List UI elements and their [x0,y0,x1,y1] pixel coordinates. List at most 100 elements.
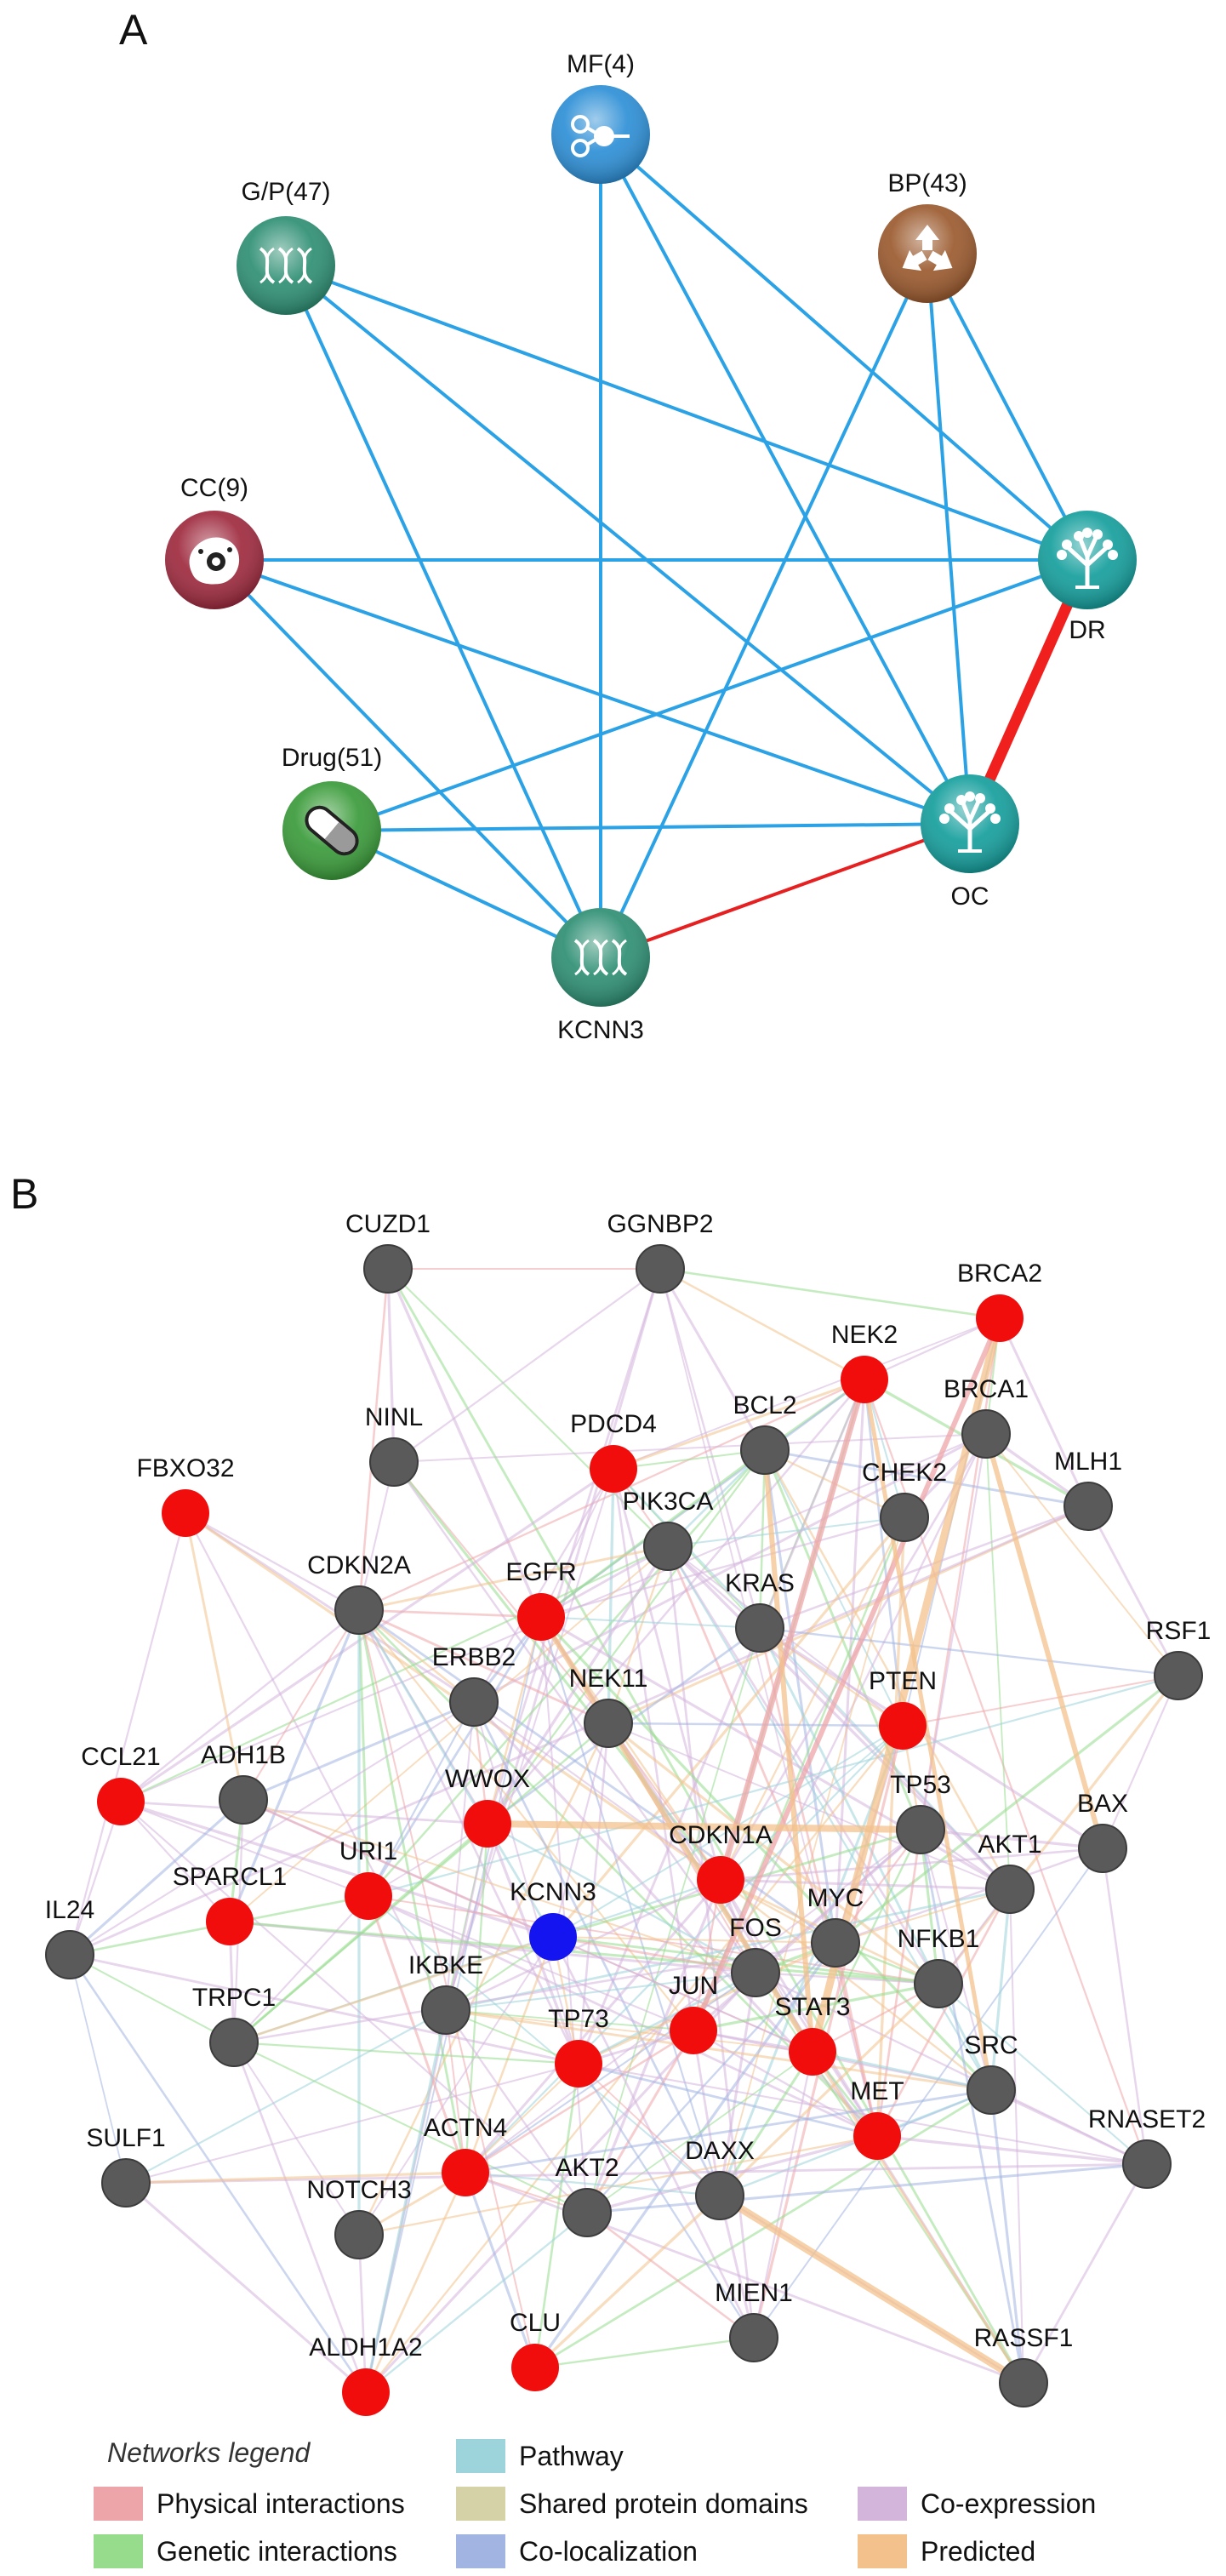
interaction-edge [875,1888,1012,2137]
legend-swatch-genetic-interactions [94,2534,143,2568]
gene-node-clu: CLU [510,2309,561,2391]
interaction-edge [233,1935,554,2044]
interaction-edge [445,1468,614,2011]
interaction-edge [812,2050,992,2092]
interaction-edge [613,1448,766,1471]
gene-node-chek2-circle [880,1493,929,1542]
node-gp: G/P(47) [237,178,335,315]
gene-node-tp73-circle [555,2040,602,2088]
edge-daxx-rassf1 [717,2192,1026,2386]
interaction-edge [720,1725,904,1881]
interaction-edge [759,1626,1179,1677]
interaction-edge [124,2181,368,2394]
interaction-edge [659,1267,865,1381]
gene-node-cdkn1a-circle [697,1856,744,1904]
gene-node-actn4: ACTN4 [424,2114,507,2196]
interaction-edge [534,2088,992,2369]
interaction-edge [693,1982,939,2032]
interaction-edge [1101,1848,1149,2165]
gene-node-akt2: AKT2 [555,2154,619,2237]
gene-node-nfkb1: NFKB1 [898,1925,979,2008]
node-kcnn3: KCNN3 [551,908,650,1044]
gene-node-pten: PTEN [869,1667,937,1750]
interaction-edge [586,1942,836,2213]
gene-node-mien1: MIEN1 [715,2279,793,2362]
interaction-edge [578,2062,878,2138]
legend-item-genetic-interactions: Genetic interactions [94,2534,397,2568]
gene-label-cuzd1: CUZD1 [345,1210,431,1238]
interaction-edge [938,1983,1148,2165]
interaction-edge [358,1545,669,1612]
gene-node-notch3-circle [334,2210,384,2259]
interaction-edge [358,1936,554,2236]
interaction-edge [613,1317,1001,1470]
gene-label-cdkn2a: CDKN2A [307,1551,411,1579]
interaction-edge [69,1954,127,2184]
gene-node-rassf1: RASSF1 [974,2324,1073,2408]
interaction-edge [393,1268,661,1463]
gene-label-clu: CLU [510,2309,561,2337]
panel-a-label: A [119,6,148,54]
interaction-edge [659,1267,1001,1320]
gene-node-brca1: BRCA1 [944,1375,1029,1459]
interaction-edge [232,2042,368,2393]
gene-node-egfr-circle [517,1593,565,1641]
gene-node-wwox-circle [464,1800,511,1848]
gene-node-rsf1: RSF1 [1146,1617,1211,1700]
interaction-edge [368,1449,766,1897]
gene-label-daxx: DAXX [685,2137,755,2165]
gene-node-akt1: AKT1 [978,1831,1042,1914]
gene-label-chek2: CHEK2 [862,1459,947,1487]
interaction-edge [242,1700,475,1802]
gene-label-myc: MYC [807,1884,864,1912]
interaction-edge [464,1936,555,2173]
gene-node-nek2-circle [841,1356,888,1403]
gene-node-stat3: STAT3 [775,1993,850,2076]
gene-node-jun: JUN [669,1972,718,2054]
gene-label-kcnn3: KCNN3 [510,1878,596,1906]
legend-item-physical-interactions: Physical interactions [94,2487,405,2521]
interaction-edge [69,1953,579,2065]
gene-node-fbxo32: FBXO32 [136,1454,235,1537]
interaction-edge [613,1378,865,1471]
interaction-edge [473,1432,987,1704]
interaction-edge [902,1675,1179,1727]
interaction-edge [540,1616,761,1629]
legend-label-pathway: Pathway [519,2441,624,2471]
interaction-edge [487,1822,756,1974]
interaction-edge [985,1433,1179,1676]
interaction-edge [533,2063,580,2368]
edge-bp-dr [926,253,1089,561]
interaction-edge [473,1701,721,1881]
gene-label-nek11: NEK11 [569,1665,648,1693]
gene-node-wwox: WWOX [445,1765,530,1848]
gene-node-nek11-circle [584,1699,633,1748]
interaction-edge [368,1895,721,2196]
gene-label-kras: KRAS [725,1569,795,1597]
interaction-edge [120,1609,360,1802]
interaction-edge [465,2088,992,2174]
gene-node-ninl-circle [369,1437,419,1487]
gene-label-mien1: MIEN1 [715,2279,793,2307]
interaction-edge [864,1317,1001,1381]
interaction-edge [393,1461,609,1724]
interaction-edge [720,1878,1011,1891]
gene-node-daxx-circle [695,2171,744,2220]
interaction-edge [444,1701,476,2011]
interaction-edge [465,2171,721,2197]
gene-label-sulf1: SULF1 [86,2124,165,2152]
interaction-edge [758,1449,767,1629]
interaction-edge [367,1616,543,1897]
edge-kcnn3-oc [600,822,971,959]
interaction-edge [552,1936,813,2053]
interaction-edge [998,1317,1090,1507]
interaction-edge [473,1468,614,1703]
gene-node-akt1-circle [985,1865,1035,1914]
gene-label-notch3: NOTCH3 [306,2176,411,2204]
gene-node-cdkn1a: CDKN1A [669,1821,773,1904]
interaction-edge [718,1982,940,2197]
gene-node-ikbke: IKBKE [408,1951,483,2035]
interaction-edge [586,2211,755,2339]
gene-label-ninl: NINL [365,1403,423,1431]
interaction-edge [357,1609,370,1897]
